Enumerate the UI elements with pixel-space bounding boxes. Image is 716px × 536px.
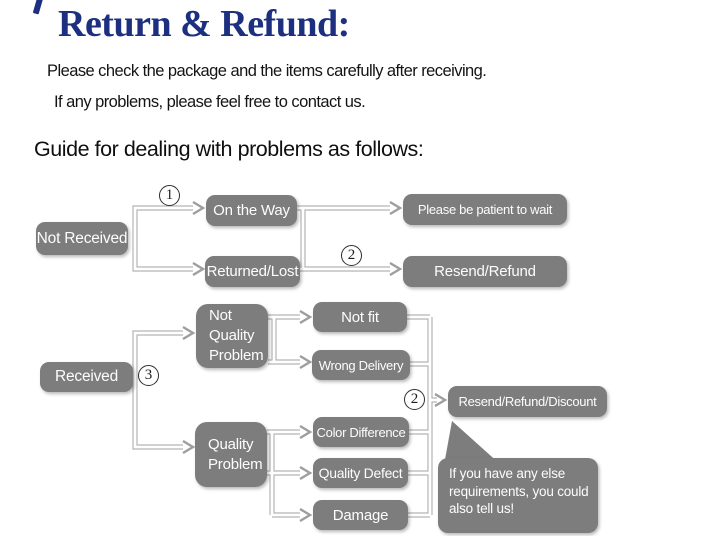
node-returned-lost: Returned/Lost <box>205 256 300 287</box>
node-color-difference: Color Difference <box>313 417 409 447</box>
step-marker-3: 3 <box>138 365 159 386</box>
node-resend-refund-discount: Resend/Refund/Discount <box>448 386 607 417</box>
step-marker-1: 1 <box>159 185 180 206</box>
connector-lines <box>132 205 437 518</box>
bubble-line-2: requirements, you could <box>449 483 589 499</box>
node-received: Received <box>40 362 133 392</box>
subtitle-line-1: Please check the package and the items c… <box>47 62 487 80</box>
step-marker-2-bottom: 2 <box>404 389 425 410</box>
bubble-line-1: If you have any else <box>449 466 566 481</box>
step-marker-2-top: 2 <box>341 245 362 266</box>
bubble-line-3: also tell us! <box>449 501 514 517</box>
speech-bubble-tail <box>444 421 501 465</box>
node-wrong-delivery: Wrong Delivery <box>312 350 410 380</box>
node-not-fit: Not fit <box>313 302 407 332</box>
node-not-quality-problem: Not Quality Problem <box>196 304 268 368</box>
node-damage: Damage <box>313 500 408 530</box>
speech-bubble: If you have any else requirements, you c… <box>438 458 598 533</box>
node-on-the-way: On the Way <box>206 195 297 226</box>
node-resend-refund: Resend/Refund <box>403 256 567 287</box>
node-not-received: Not Received <box>36 222 128 255</box>
subtitle-line-2: If any problems, please feel free to con… <box>54 93 366 111</box>
node-please-be-patient: Please be patient to wait <box>403 194 567 225</box>
node-quality-problem: Quality Problem <box>195 422 267 487</box>
guide-heading: Guide for dealing with problems as follo… <box>34 137 424 161</box>
arrowheads <box>182 200 448 523</box>
node-quality-defect: Quality Defect <box>313 458 408 488</box>
page-title: Return & Refund: <box>58 3 350 45</box>
